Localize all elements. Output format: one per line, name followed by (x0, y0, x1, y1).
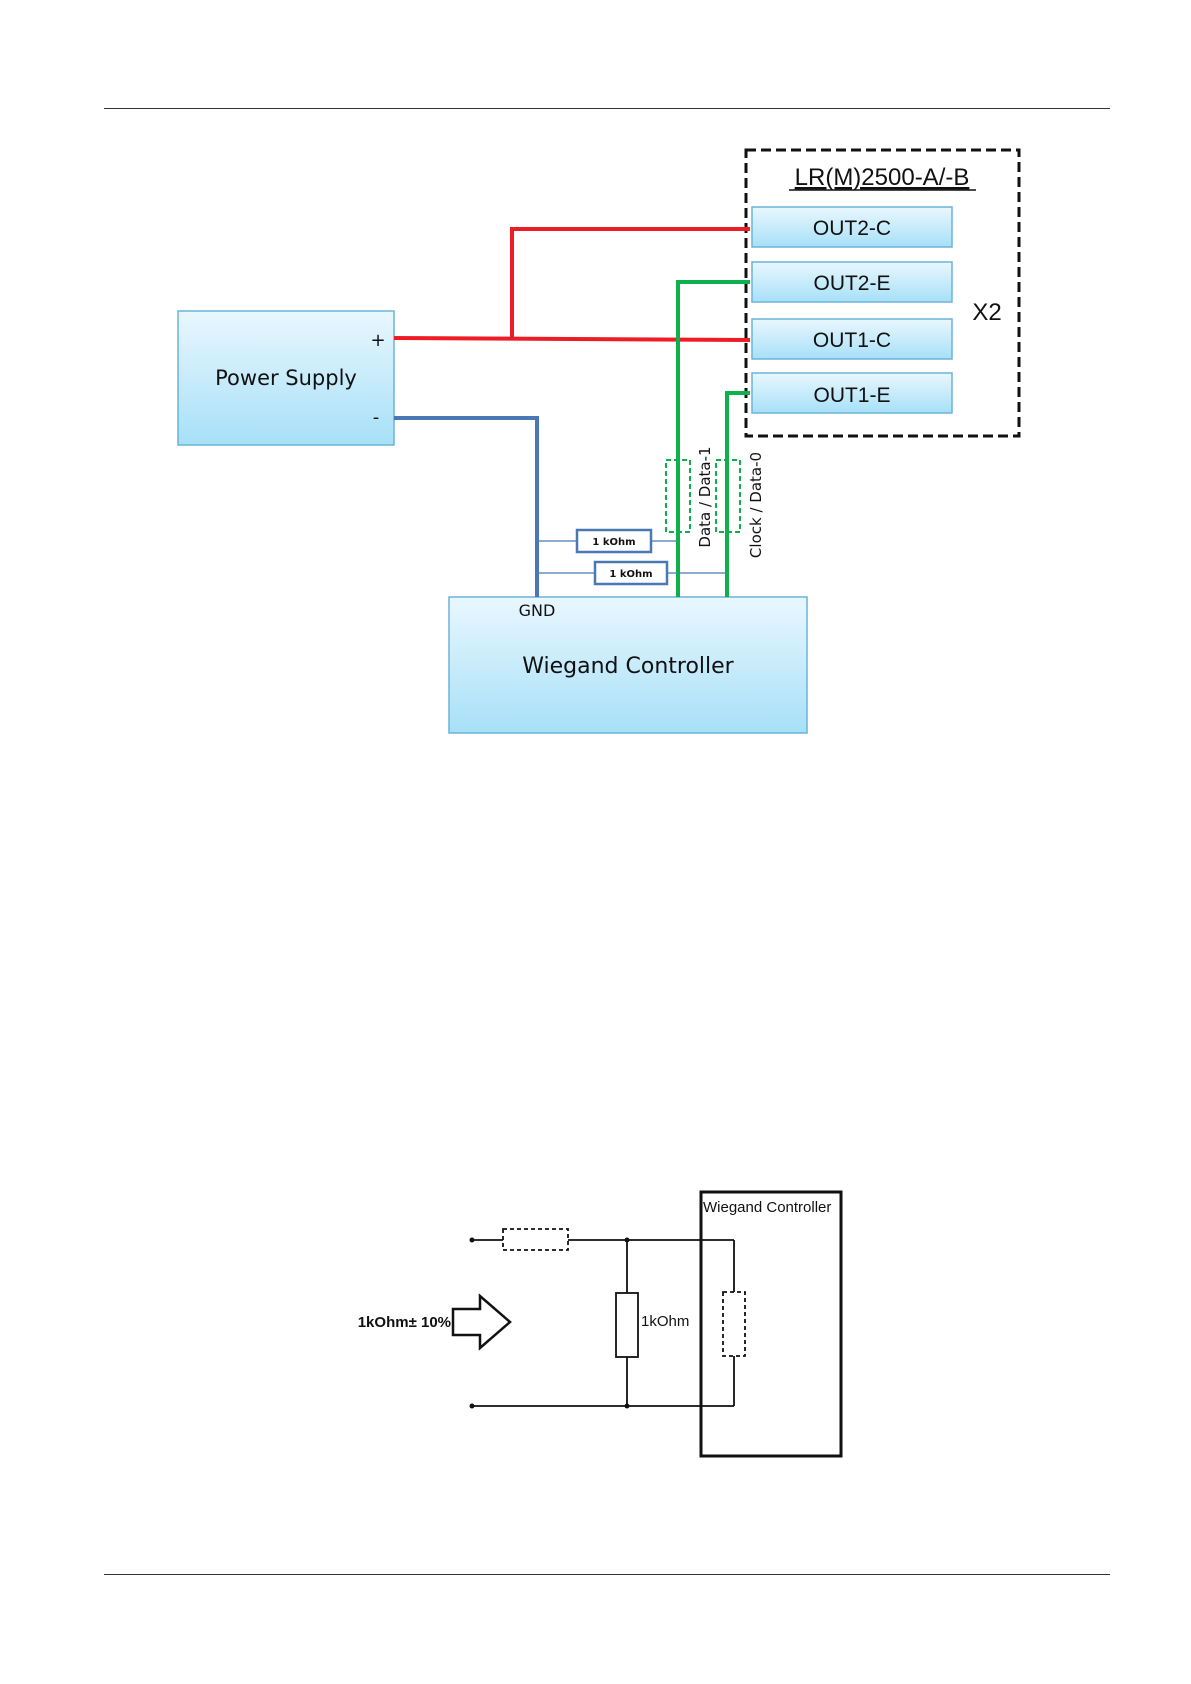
internal-resistor (723, 1240, 745, 1406)
top-terminal (470, 1238, 475, 1243)
arrow-icon (453, 1296, 510, 1348)
svg-text:OUT1-C: OUT1-C (813, 329, 891, 352)
bottom-terminal (470, 1404, 475, 1409)
svg-text:Power Supply: Power Supply (215, 366, 357, 390)
footer-rule (104, 1574, 1110, 1575)
svg-text:OUT2-E: OUT2-E (813, 272, 890, 295)
output-out1-c: OUT1-C (752, 319, 952, 359)
ground-wire (394, 418, 537, 597)
svg-text:OUT2-C: OUT2-C (813, 217, 891, 240)
output-out1-e: OUT1-E (752, 373, 952, 413)
controller-frame-label: Wiegand Controller (703, 1199, 831, 1216)
power-wires (394, 229, 750, 340)
output-out2-e: OUT2-E (752, 262, 952, 302)
controller-frame (701, 1192, 841, 1456)
top-line (472, 1229, 734, 1250)
bottom-junction (625, 1404, 630, 1409)
svg-text:1 kOhm: 1 kOhm (592, 537, 635, 548)
output-out2-c: OUT2-C (752, 207, 952, 247)
power-supply-box: Power Supply + - (178, 311, 394, 445)
top-junction (625, 1238, 630, 1243)
gnd-label: GND (519, 601, 556, 620)
data-signal-label: Data / Data-1 (696, 446, 714, 547)
tolerance-label: 1kOhm± 10% (358, 1314, 451, 1331)
connector-label: X2 (972, 299, 1001, 326)
wiegand-controller-box: GND Wiegand Controller (449, 597, 807, 733)
signal-wires (678, 282, 750, 597)
plus-terminal-label: + (370, 330, 385, 351)
device-title: LR(M)2500-A/-B (795, 164, 970, 191)
termination-resistor (616, 1240, 638, 1406)
svg-text:OUT1-E: OUT1-E (813, 384, 890, 407)
clock-signal-label: Clock / Data-0 (747, 452, 765, 558)
minus-terminal-label: - (373, 407, 380, 428)
svg-text:Wiegand Controller: Wiegand Controller (522, 654, 734, 679)
pull-up-resistor-1: 1 kOhm (537, 530, 678, 552)
svg-text:1 kOhm: 1 kOhm (609, 569, 652, 580)
wiring-diagram: LR(M)2500-A/-B OUT2-C OUT2-E OUT1-C OUT1… (0, 0, 1191, 780)
pull-up-resistor-2: 1 kOhm (537, 562, 726, 584)
termination-resistor-label: 1kOhm (641, 1313, 689, 1330)
